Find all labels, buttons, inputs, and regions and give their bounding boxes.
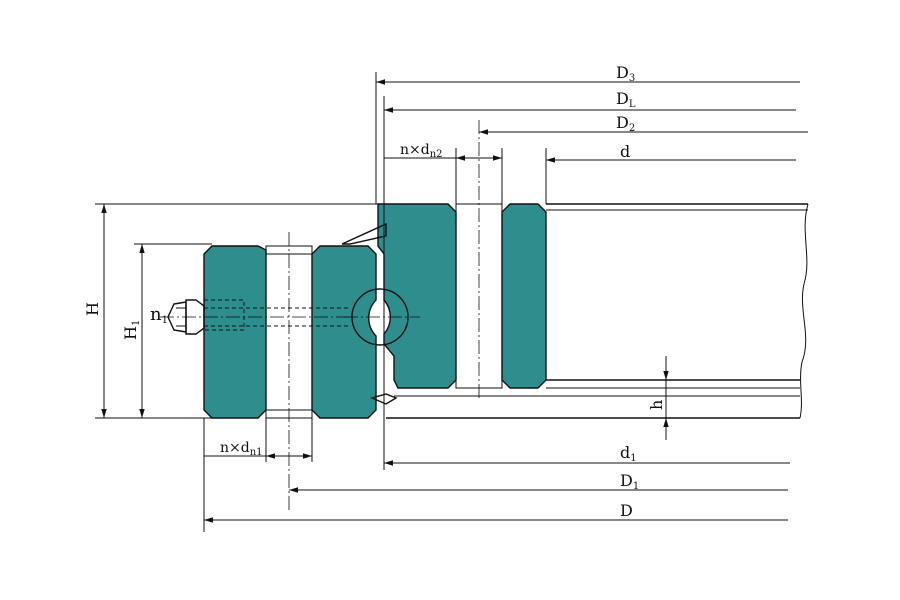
outer-ring-section (203, 232, 377, 512)
label-n-dn1: n×dn1 (220, 440, 263, 458)
label-n1: n1 (150, 304, 168, 326)
inner-ring-section (341, 120, 547, 405)
label-d-outer: D (620, 501, 633, 520)
housing-outline (386, 203, 809, 419)
label-d1-small: d1 (620, 443, 637, 464)
ball-bearing-icon (344, 288, 420, 346)
bolt-icon (160, 299, 352, 335)
dimension-lines (101, 79, 808, 523)
label-dl: DL (616, 89, 636, 110)
label-d3: D3 (616, 63, 635, 84)
label-h-small: h (647, 400, 666, 410)
label-d: d (620, 142, 630, 161)
label-h1: H1 (121, 320, 142, 340)
label-n-dn2: n×dn2 (400, 142, 443, 160)
label-d1-large: D1 (620, 471, 639, 492)
label-h-height: H (83, 302, 102, 316)
label-d2: D2 (616, 113, 635, 134)
